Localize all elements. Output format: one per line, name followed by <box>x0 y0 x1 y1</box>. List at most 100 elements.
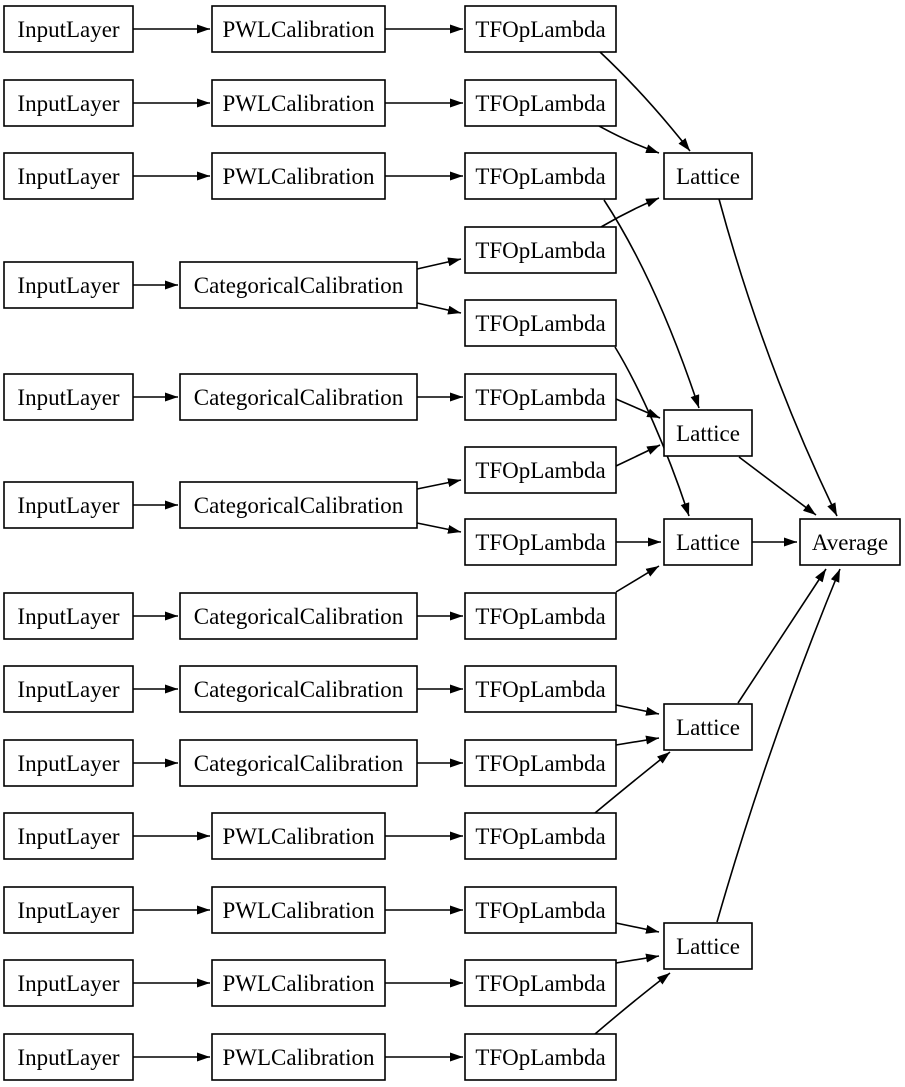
edge-t13-lat5 <box>594 972 671 1035</box>
node-label-il13: InputLayer <box>17 1045 120 1070</box>
node-label-il11: InputLayer <box>17 898 120 923</box>
node-pwl10: PWLCalibration <box>211 812 386 860</box>
edge-t11-lat5 <box>615 922 660 934</box>
node-box-lambda <box>464 592 617 640</box>
edge-cat6-t6a <box>416 478 462 490</box>
node-label-t3: TFOpLambda <box>475 164 605 189</box>
node-pwl3: PWLCalibration <box>211 152 386 200</box>
node-box-calibration <box>211 1033 386 1081</box>
node-il13: InputLayer <box>3 1033 134 1081</box>
node-il9: InputLayer <box>3 739 134 787</box>
node-label-t6b: TFOpLambda <box>475 530 605 555</box>
node-label-il7: InputLayer <box>17 604 120 629</box>
node-label-cat8: CategoricalCalibration <box>194 677 404 702</box>
node-box-lambda <box>464 812 617 860</box>
node-label-t2: TFOpLambda <box>475 91 605 116</box>
node-box-lattice <box>663 518 753 566</box>
node-box-lambda <box>464 373 617 421</box>
node-lat4: Lattice <box>663 703 753 751</box>
node-label-pwl2: PWLCalibration <box>222 91 375 116</box>
node-label-pwl12: PWLCalibration <box>222 971 375 996</box>
node-box-input <box>3 79 134 127</box>
node-label-cat9: CategoricalCalibration <box>194 751 404 776</box>
node-box-input <box>3 481 134 529</box>
node-box-input <box>3 665 134 713</box>
edge-t2-lat1 <box>598 125 660 154</box>
node-pwl2: PWLCalibration <box>211 79 386 127</box>
node-box-input <box>3 959 134 1007</box>
node-lat2: Lattice <box>663 409 753 457</box>
node-box-input <box>3 261 134 309</box>
node-label-t10: TFOpLambda <box>475 824 605 849</box>
edge-t1-lat1 <box>599 51 691 152</box>
node-box-input <box>3 1033 134 1081</box>
node-il4: InputLayer <box>3 261 134 309</box>
edge-lat4-avg <box>737 568 827 704</box>
edge-t10-lat4 <box>594 751 671 814</box>
node-il5: InputLayer <box>3 373 134 421</box>
node-label-lat5: Lattice <box>676 934 740 959</box>
edge-t6a-lat2 <box>615 444 661 467</box>
node-box-lambda <box>464 299 617 347</box>
node-label-t8: TFOpLambda <box>475 677 605 702</box>
node-il10: InputLayer <box>3 812 134 860</box>
node-box-calibration <box>211 152 386 200</box>
node-cat4: CategoricalCalibration <box>179 261 418 309</box>
node-box-calibration <box>179 373 418 421</box>
node-label-il10: InputLayer <box>17 824 120 849</box>
node-label-t12: TFOpLambda <box>475 971 605 996</box>
node-lat3: Lattice <box>663 518 753 566</box>
node-label-il2: InputLayer <box>17 91 120 116</box>
node-label-il12: InputLayer <box>17 971 120 996</box>
node-pwl1: PWLCalibration <box>211 5 386 53</box>
node-lat5: Lattice <box>663 922 753 970</box>
node-label-pwl3: PWLCalibration <box>222 164 375 189</box>
node-il2: InputLayer <box>3 79 134 127</box>
node-box-input <box>3 5 134 53</box>
node-box-calibration <box>179 739 418 787</box>
node-box-average <box>799 518 901 566</box>
node-box-lambda <box>464 5 617 53</box>
node-label-pwl13: PWLCalibration <box>222 1045 375 1070</box>
edge-t5-lat2 <box>615 398 661 419</box>
node-box-lambda <box>464 79 617 127</box>
node-pwl12: PWLCalibration <box>211 959 386 1007</box>
node-label-t4a: TFOpLambda <box>475 238 605 263</box>
edge-cat4-t4a <box>416 257 462 270</box>
node-label-il4: InputLayer <box>17 273 120 298</box>
edge-t8-lat4 <box>615 704 660 716</box>
node-label-cat6: CategoricalCalibration <box>194 493 404 518</box>
node-box-lambda <box>464 446 617 494</box>
node-label-t6a: TFOpLambda <box>475 458 605 483</box>
node-box-input <box>3 886 134 934</box>
node-t7: TFOpLambda <box>464 592 617 640</box>
node-label-pwl1: PWLCalibration <box>222 17 375 42</box>
node-label-t4b: TFOpLambda <box>475 311 605 336</box>
node-label-il6: InputLayer <box>17 493 120 518</box>
node-label-lat4: Lattice <box>676 715 740 740</box>
node-box-calibration <box>211 959 386 1007</box>
node-box-calibration <box>211 5 386 53</box>
node-il3: InputLayer <box>3 152 134 200</box>
edge-cat6-t6b <box>416 522 462 534</box>
node-label-il9: InputLayer <box>17 751 120 776</box>
node-box-lattice <box>663 703 753 751</box>
node-label-cat5: CategoricalCalibration <box>194 385 404 410</box>
node-t4b: TFOpLambda <box>464 299 617 347</box>
node-t9: TFOpLambda <box>464 739 617 787</box>
node-t3: TFOpLambda <box>464 152 617 200</box>
node-t8: TFOpLambda <box>464 665 617 713</box>
node-il8: InputLayer <box>3 665 134 713</box>
edge-t4b-lat3 <box>614 346 690 517</box>
node-box-input <box>3 739 134 787</box>
node-box-lattice <box>663 409 753 457</box>
node-label-lat3: Lattice <box>676 530 740 555</box>
node-box-lambda <box>464 739 617 787</box>
node-box-lambda <box>464 665 617 713</box>
node-box-lambda <box>464 959 617 1007</box>
edge-lat5-avg <box>716 568 841 923</box>
node-box-lattice <box>663 922 753 970</box>
edge-t3-lat2 <box>603 199 700 409</box>
node-label-cat4: CategoricalCalibration <box>194 273 404 298</box>
